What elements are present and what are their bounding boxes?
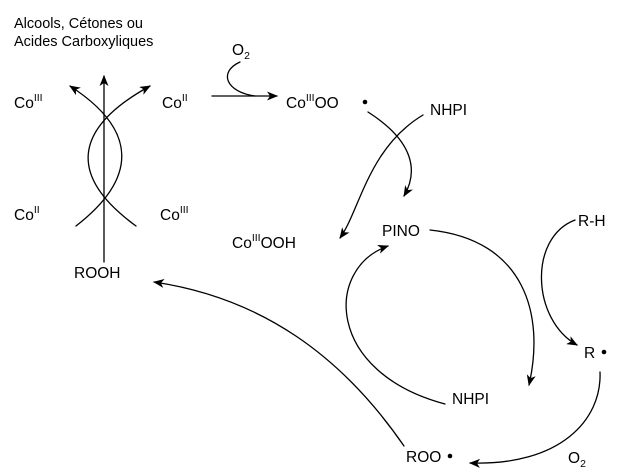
o2-bottom-label: O2 — [568, 450, 586, 470]
co-peroxy-radical-label: CoIIIOO — [286, 92, 339, 112]
header-line-1: Alcools, Cétones ou — [14, 16, 143, 32]
arrow-nhpi-to-pino — [367, 111, 413, 197]
arrow-pino-to-nhpi-bottom — [429, 229, 536, 386]
arrow-o2-uptake — [227, 61, 256, 97]
arrow-nhpi-bottom-to-pino — [345, 245, 446, 405]
nhpi-bottom-label: NHPI — [452, 391, 489, 408]
co-hydroperoxide-label: CoIIIOOH — [232, 232, 296, 252]
co-ii-top-label: CoII — [162, 92, 188, 112]
rooh-label: ROOH — [74, 265, 121, 282]
r-radical-label: R — [584, 345, 595, 362]
o2-top-label: O2 — [232, 42, 250, 62]
peroxy-radical-dot — [362, 99, 368, 105]
arrow-r-radical-to-roo — [469, 371, 601, 468]
nhpi-top-label: NHPI — [430, 102, 467, 119]
header-line-2: Acides Carboxyliques — [14, 34, 153, 50]
arrow-roo-to-rooh — [153, 279, 405, 447]
roo-radical-label: ROO — [406, 449, 441, 466]
co-iii-top-left-label: CoIII — [14, 92, 43, 112]
r-radical-dot — [601, 349, 607, 355]
arrow-rh-to-r-radical — [540, 219, 578, 346]
rh-label: R-H — [578, 213, 606, 230]
roo-radical-dot — [447, 453, 453, 459]
co-iii-bottom-label: CoIII — [160, 204, 189, 224]
co-ii-bottom-left-label: CoII — [14, 204, 40, 224]
pino-label: PINO — [382, 223, 420, 240]
arrow-coiii-to-coii-right — [87, 85, 151, 227]
arrow-coii-to-coiii-left — [69, 85, 123, 227]
arrow-peroxy-to-hydroperoxide — [339, 114, 424, 239]
